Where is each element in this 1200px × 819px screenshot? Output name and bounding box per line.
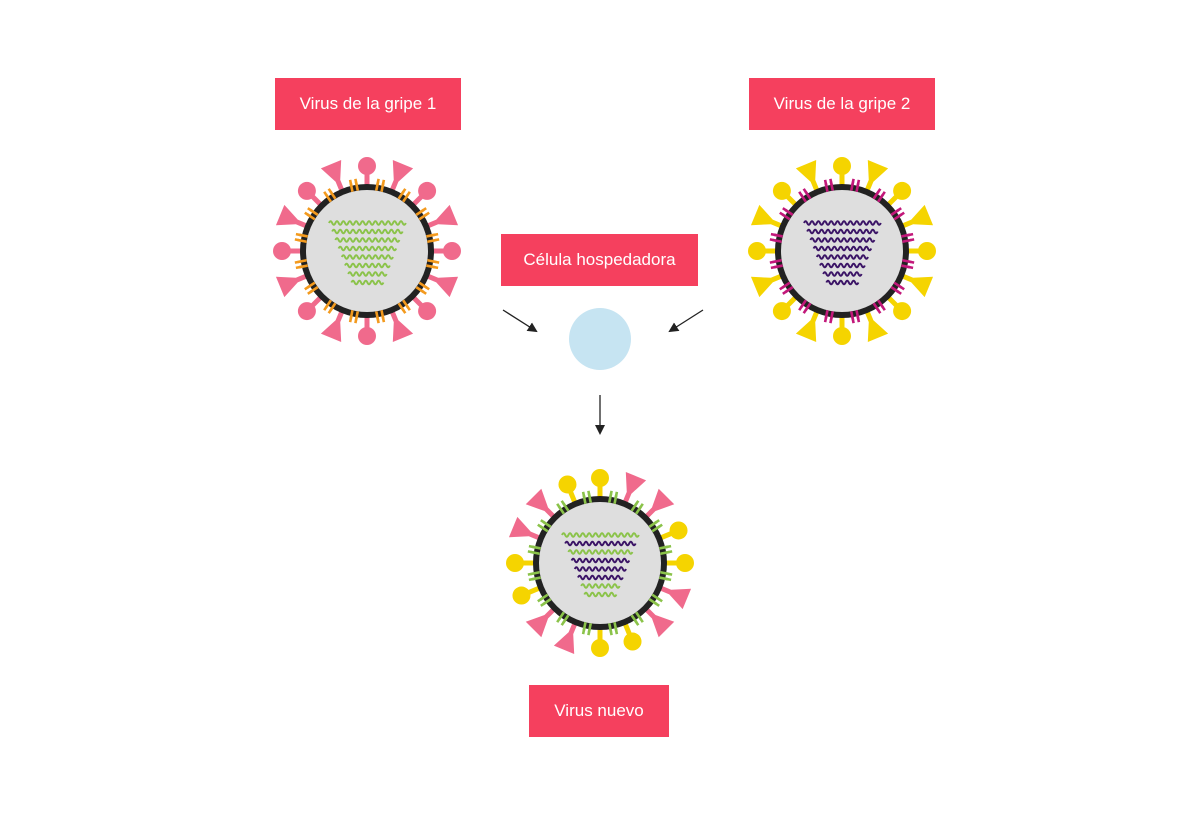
virus1-icon: [273, 157, 461, 345]
new-virus-label: Virus nuevo: [529, 685, 669, 737]
virus1-label: Virus de la gripe 1: [275, 78, 461, 130]
arrow-icon: [502, 309, 538, 333]
new-virus-icon: [506, 469, 694, 657]
arrow-icon: [668, 309, 704, 333]
host-cell-label: Célula hospedadora: [501, 234, 698, 286]
virus2-icon: [748, 157, 936, 345]
virus2-label: Virus de la gripe 2: [749, 78, 935, 130]
host-cell-icon: [569, 308, 631, 370]
